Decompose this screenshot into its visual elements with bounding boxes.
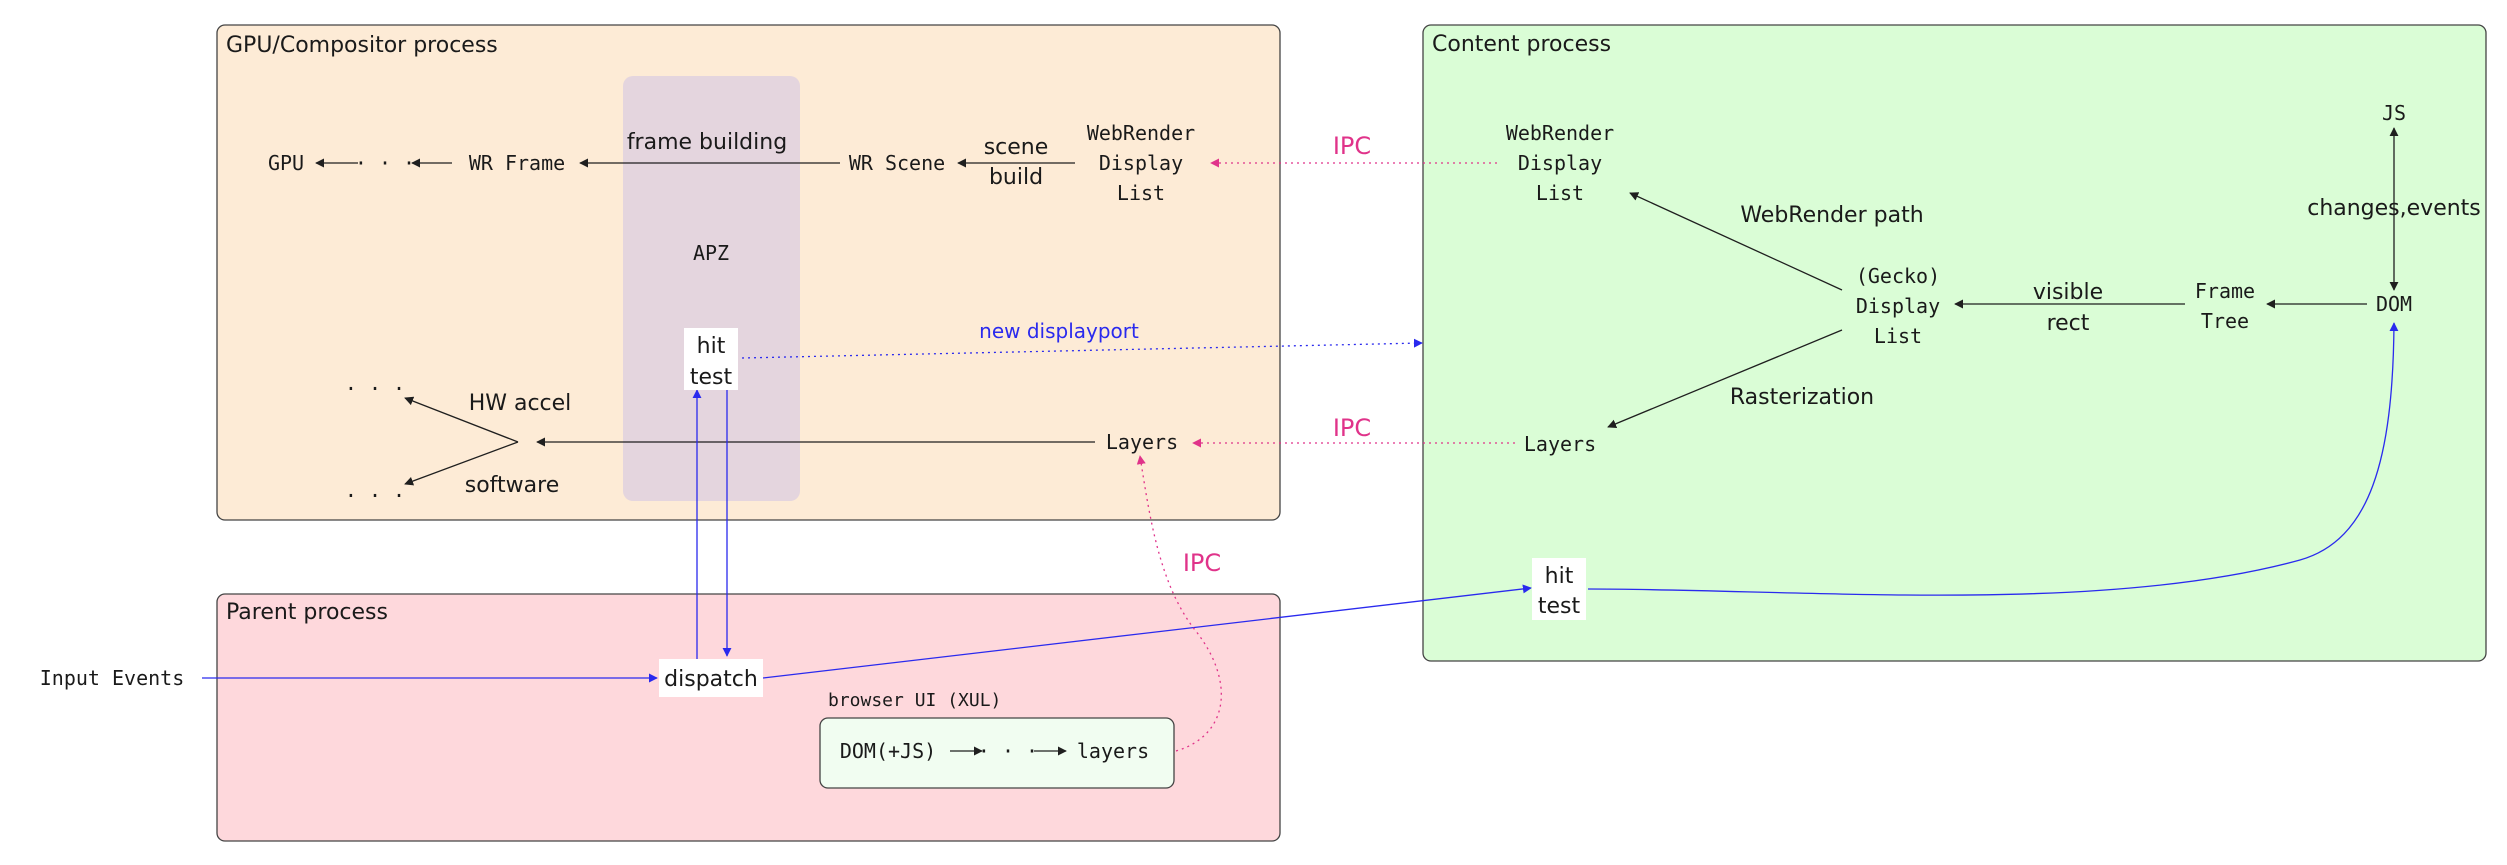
arrow-gecko-to-layers [1607,329,1843,429]
node-layers-content: Layers [1524,432,1596,456]
node-frame-tree-1: Frame [2195,279,2255,303]
node-dom: DOM [2376,292,2412,316]
black-arrows [315,127,2399,756]
node-js: JS [2382,101,2406,125]
label-visible-rect-1: visible [2033,280,2103,305]
node-hw-dots: . . . [345,371,405,395]
label-software: software [465,473,559,498]
node-gpu: GPU [268,151,304,175]
node-frame-tree-2: Tree [2201,309,2249,333]
apz-label: APZ [693,241,729,265]
node-gpu-dots: · · · [355,151,415,175]
node-sw-dots: . . . [345,478,405,502]
content-process-title: Content process [1432,32,1611,57]
node-ui-dom: DOM(+JS) [840,739,936,763]
arrow-content-hittest-to-dom [1587,322,2399,596]
node-layers-gpu: Layers [1106,430,1178,454]
label-ipc-layers: IPC [1333,414,1371,442]
hit-test-apz-box [684,328,738,390]
arrow-gecko-to-wrdl [1629,192,1843,291]
arrow-dispatch-to-content-hittest [762,584,1532,679]
label-frame-building: frame building [627,130,787,155]
arrow-split-to-hw [404,396,519,443]
arrow-split-to-sw [404,441,519,486]
blue-arrows [202,322,2399,683]
node-gecko-display-list-2: Display [1856,294,1940,318]
gpu-process-title: GPU/Compositor process [226,33,498,58]
hit-test-content-box [1532,558,1586,620]
node-wr-frame: WR Frame [469,151,565,175]
label-browser-ui: browser UI (XUL) [828,690,1001,711]
node-gecko-display-list-3: List [1874,324,1922,348]
node-input-events: Input Events [40,666,185,690]
node-hit-test-apz-2: test [690,365,733,390]
node-wr-display-list-gpu-3: List [1117,181,1165,205]
node-ui-layers: layers [1077,739,1149,763]
node-hit-test-apz-1: hit [697,334,726,359]
node-ui-dots: · · · [978,739,1038,763]
node-wr-display-list-gpu-1: WebRender [1087,121,1195,145]
label-hw-accel: HW accel [469,391,572,416]
node-wr-display-list-content-3: List [1536,181,1584,205]
label-changes-events: changes,events [2307,196,2481,221]
node-gecko-display-list-1: (Gecko) [1856,264,1940,288]
label-visible-rect-2: rect [2047,311,2090,336]
node-hit-test-content-1: hit [1545,564,1574,589]
browser-ui-box [819,717,1175,789]
parent-process-title: Parent process [226,600,388,625]
apz-region [623,76,800,501]
node-wr-scene: WR Scene [849,151,945,175]
label-scene-build-2: build [989,165,1043,190]
label-rasterization: Rasterization [1730,385,1874,410]
label-new-displayport: new displayport [979,319,1139,343]
node-dispatch: dispatch [664,667,758,692]
node-wr-display-list-content-2: Display [1518,151,1602,175]
label-scene-build-1: scene [984,135,1049,160]
dispatch-box [659,659,763,697]
node-hit-test-content-2: test [1538,594,1581,619]
content-process-region [1422,24,2487,662]
node-wr-display-list-gpu-2: Display [1099,151,1183,175]
node-wr-display-list-content-1: WebRender [1506,121,1614,145]
label-ipc-parent: IPC [1183,549,1221,577]
label-webrender-path: WebRender path [1740,203,1923,228]
label-ipc-display-list: IPC [1333,132,1371,160]
